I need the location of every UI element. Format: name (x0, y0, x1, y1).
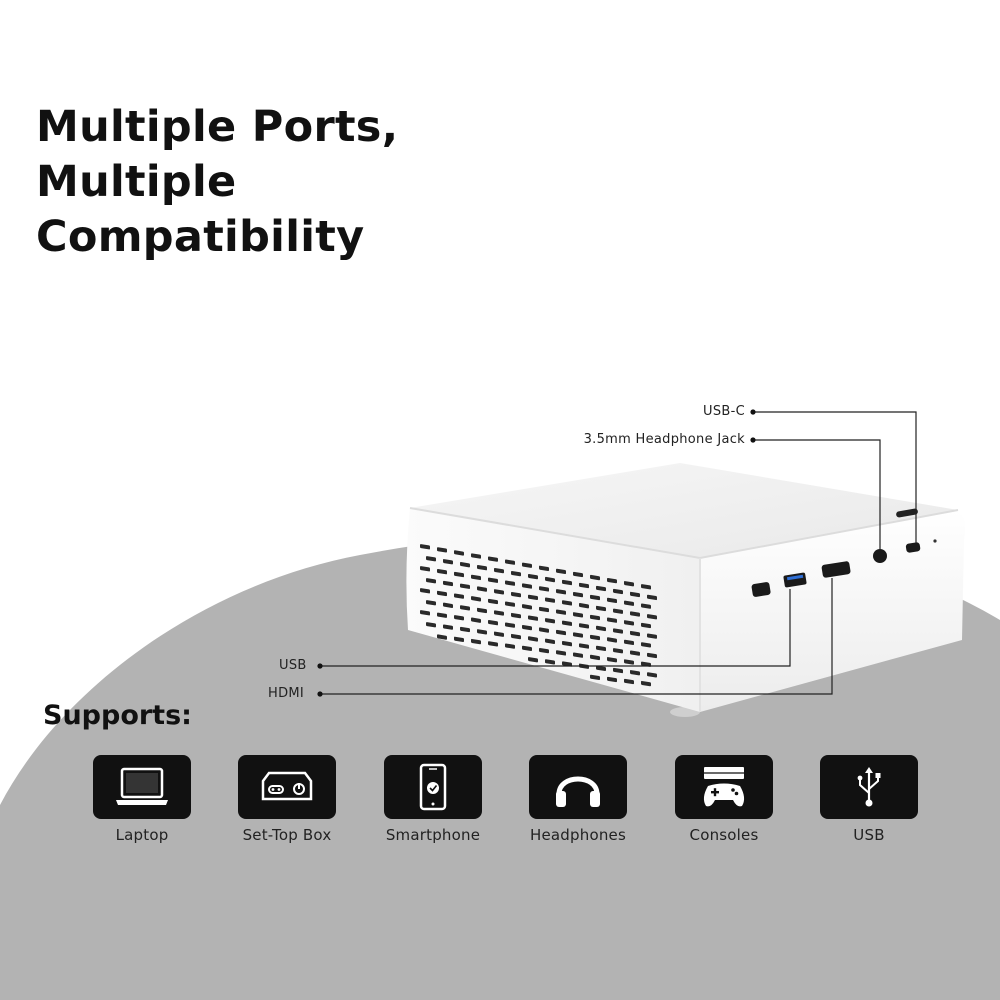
set-top-box-icon (261, 771, 313, 801)
device-tile (384, 755, 482, 819)
device-tile (238, 755, 336, 819)
device-label: USB (853, 826, 885, 844)
laptop-icon (116, 767, 168, 805)
device-label: Set-Top Box (242, 826, 332, 844)
device-label: Smartphone (385, 826, 481, 844)
device-tile (675, 755, 773, 819)
callout-headphone-jack: 3.5mm Headphone Jack (583, 432, 745, 447)
headline-line-2: Multiple (36, 157, 237, 207)
device-tile (93, 755, 191, 819)
device-tile (529, 755, 627, 819)
device-laptop: Laptop (67, 755, 217, 844)
gamepad-icon (703, 767, 745, 807)
device-consoles: Consoles (649, 755, 799, 844)
device-label: Headphones (530, 826, 626, 844)
headline: Multiple Ports, Multiple Compatibility (36, 100, 398, 265)
callout-usb-c: USB-C (703, 404, 745, 419)
usb-icon (857, 767, 881, 807)
headphones-icon (556, 776, 600, 807)
device-smartphone: Smartphone (358, 755, 508, 844)
device-label: Consoles (689, 826, 759, 844)
device-label: Laptop (115, 826, 169, 844)
headline-line-3: Compatibility (36, 212, 365, 262)
smartphone-icon (419, 763, 447, 811)
supports-title: Supports: (43, 700, 192, 731)
device-usb: USB (794, 755, 944, 844)
headline-line-1: Multiple Ports, (36, 102, 399, 152)
device-tile (820, 755, 918, 819)
callout-hdmi: HDMI (268, 686, 305, 701)
callout-usb: USB (279, 658, 307, 673)
device-set-top-box: Set-Top Box (212, 755, 362, 844)
device-headphones: Headphones (503, 755, 653, 844)
